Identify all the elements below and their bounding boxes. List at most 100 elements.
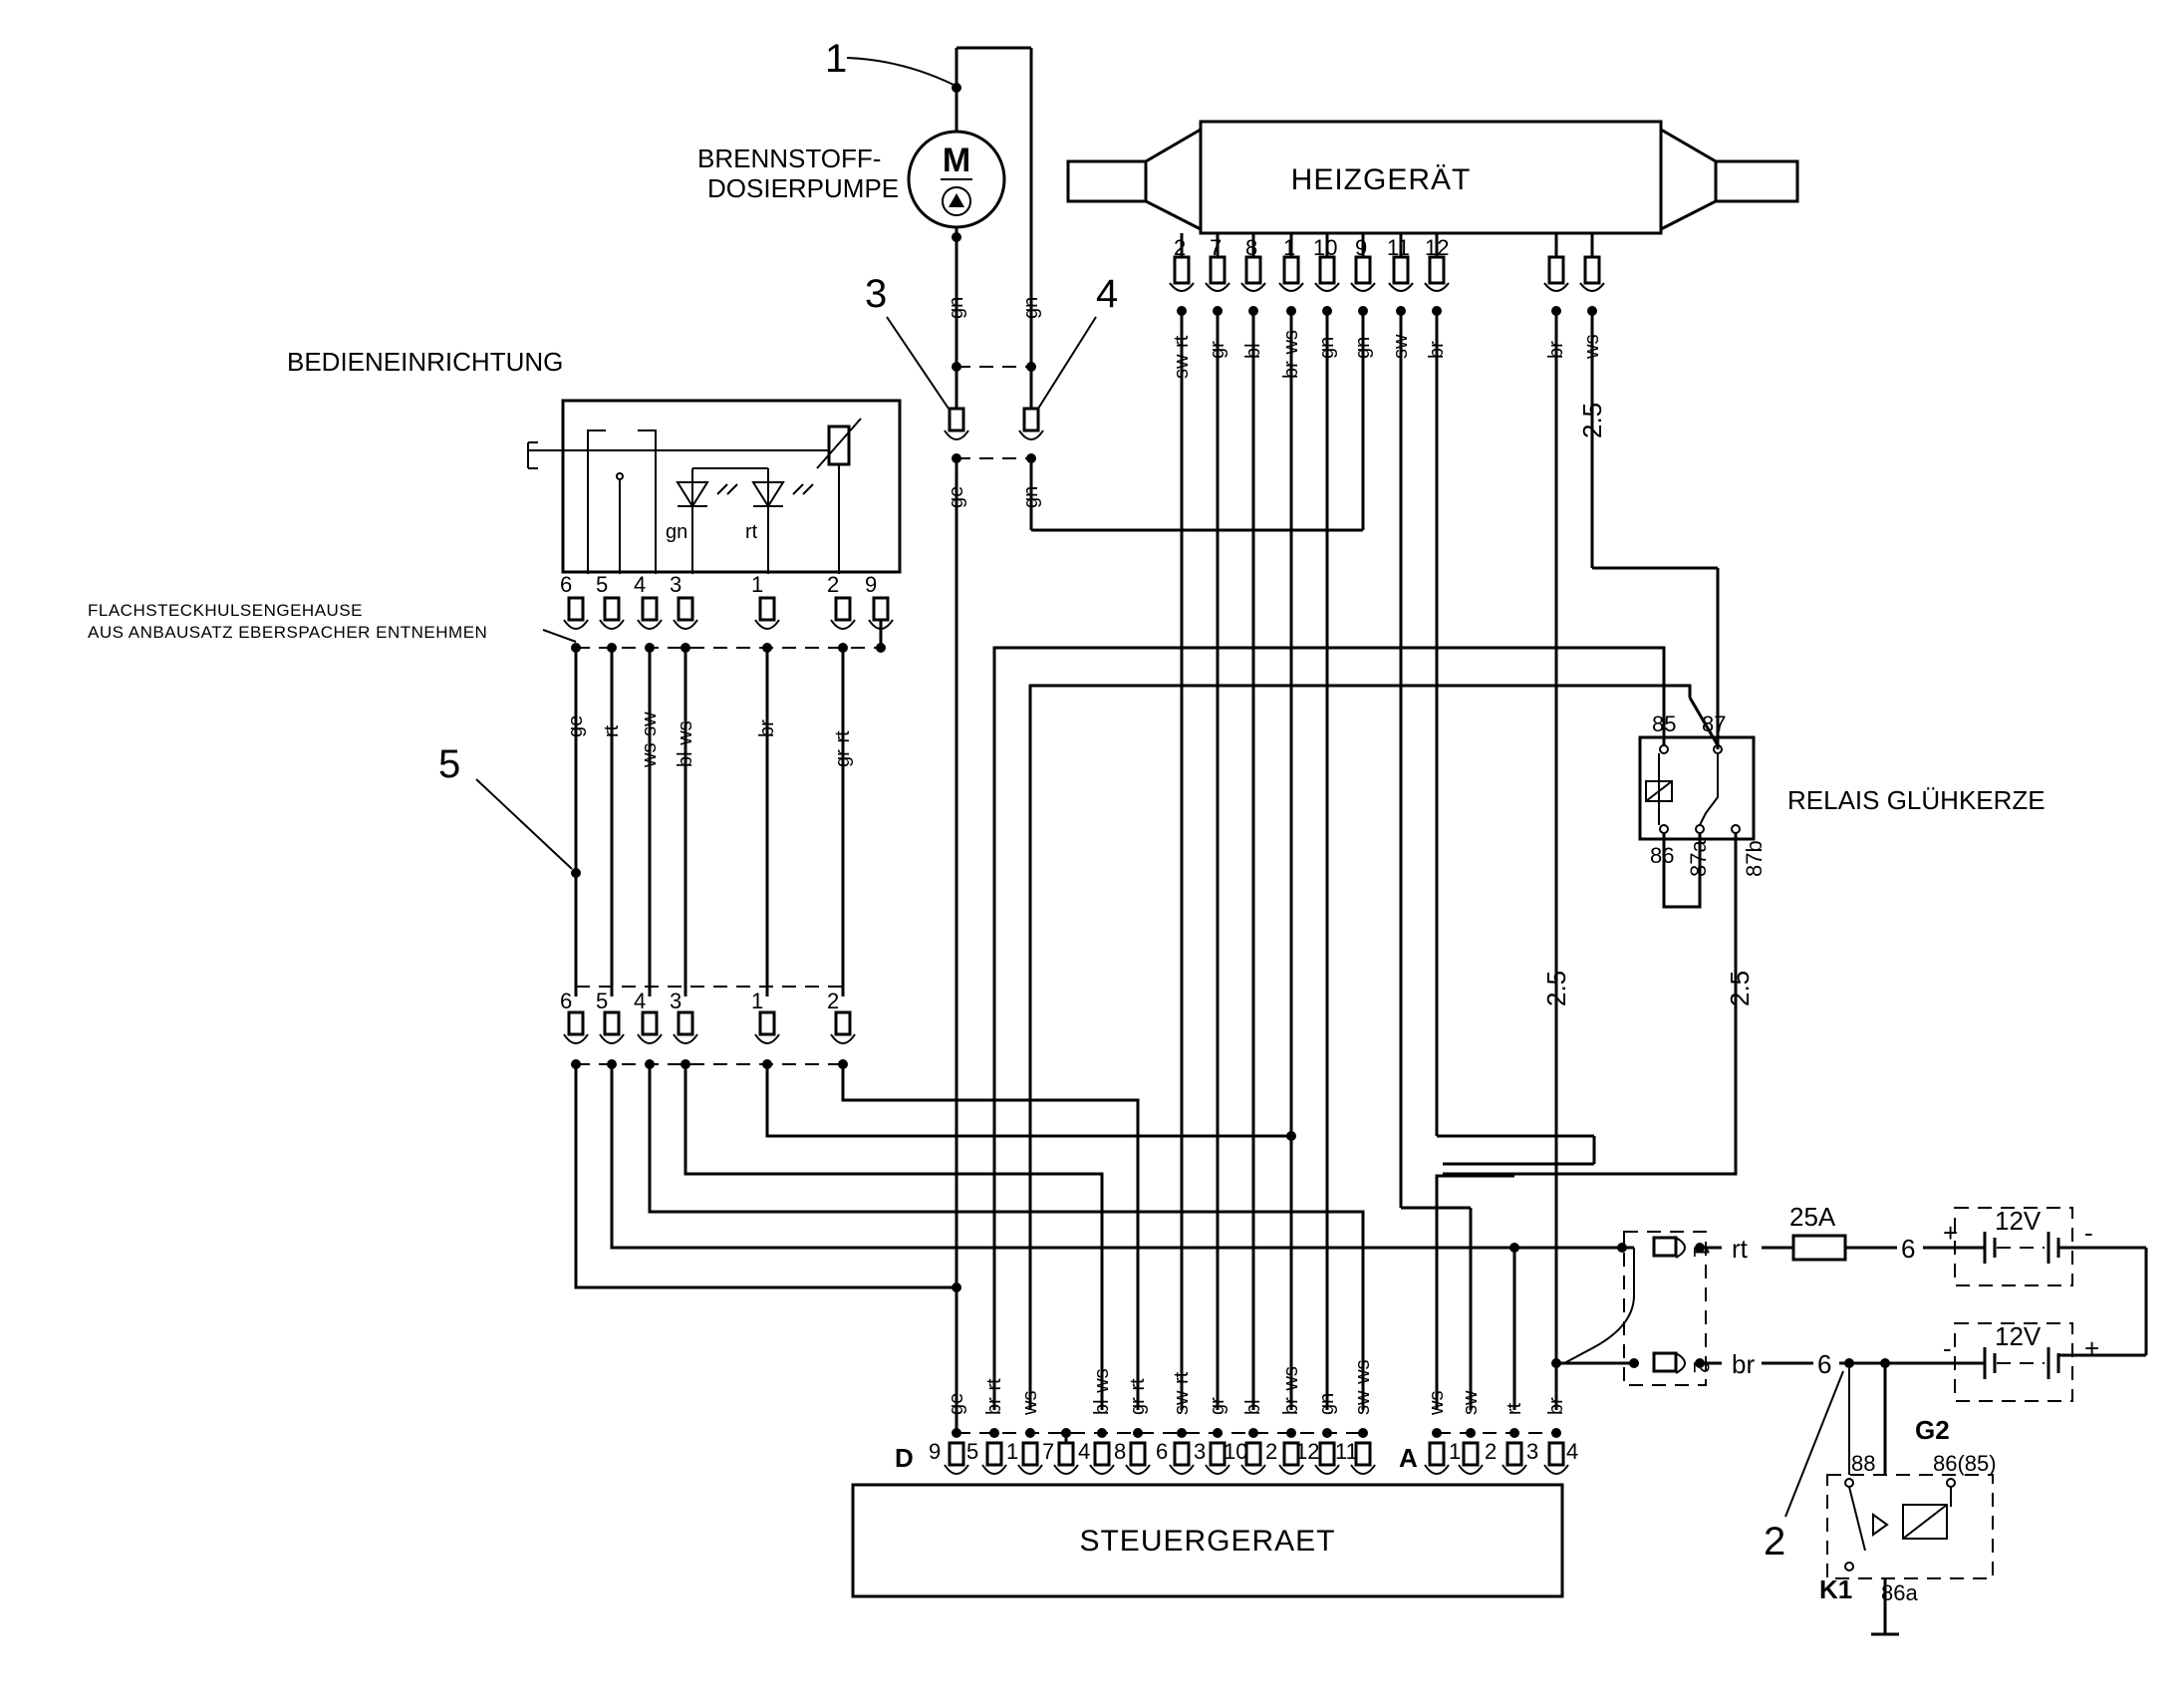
callout-2: 2 xyxy=(1764,1520,1785,1564)
svg-text:2: 2 xyxy=(1265,1439,1277,1464)
svg-text:ws: ws xyxy=(1581,335,1603,360)
svg-text:3: 3 xyxy=(1526,1439,1538,1464)
svg-text:5: 5 xyxy=(596,572,608,597)
relay-glowplug: 85 87 86 87a 87b xyxy=(1443,697,1767,1176)
svg-text:6: 6 xyxy=(1901,1234,1915,1264)
fuse-25a xyxy=(1791,1234,1847,1262)
svg-text:-: - xyxy=(1943,1333,1952,1363)
housing-note-line2: AUS ANBAUSATZ EBERSPACHER ENTNEHMEN xyxy=(88,623,487,642)
svg-text:11: 11 xyxy=(1335,1439,1358,1464)
svg-text:rt: rt xyxy=(745,521,758,543)
svg-text:1: 1 xyxy=(751,989,763,1013)
svg-text:br-ws: br-ws xyxy=(1280,1366,1302,1415)
heater-wire-colors: sw-rt gr bl br-ws gn gn sw br br ws xyxy=(1171,330,1603,379)
svg-text:4: 4 xyxy=(634,989,646,1013)
svg-text:+: + xyxy=(2084,1333,2099,1363)
svg-text:9: 9 xyxy=(1355,235,1367,260)
svg-text:2: 2 xyxy=(827,989,839,1013)
control-unit: STEUERGERAET D A xyxy=(851,1432,1564,1598)
heater-pin-12 xyxy=(1424,233,1596,1166)
svg-text:5: 5 xyxy=(596,989,608,1013)
svg-text:bl: bl xyxy=(1242,1399,1264,1415)
svg-text:87b: 87b xyxy=(1742,840,1767,877)
svg-text:6: 6 xyxy=(1156,1439,1168,1464)
svg-text:88: 88 xyxy=(1851,1451,1875,1476)
svg-text:G2: G2 xyxy=(1915,1415,1950,1445)
svg-text:K1: K1 xyxy=(1819,1574,1852,1604)
routed-wires xyxy=(574,646,1692,1410)
svg-text:gn: gn xyxy=(1316,337,1338,359)
svg-text:ge: ge xyxy=(565,715,587,737)
svg-text:bl: bl xyxy=(1242,343,1264,359)
callout-3: 5 xyxy=(438,742,460,786)
heater-pin-8 xyxy=(1240,233,1266,1410)
svg-text:gr-rt: gr-rt xyxy=(1127,1378,1149,1415)
pump-label-line1: BRENNSTOFF- xyxy=(697,143,881,173)
svg-text:86(85): 86(85) xyxy=(1933,1451,1997,1476)
svg-text:br: br xyxy=(1545,341,1567,359)
heater-pin-ws xyxy=(1579,233,1720,749)
battery-1: + - 12V xyxy=(1943,1206,2146,1286)
svg-text:2: 2 xyxy=(827,572,839,597)
svg-text:10: 10 xyxy=(1313,235,1337,260)
svg-text:rt: rt xyxy=(601,724,623,737)
pump-wire-ge: ge xyxy=(946,486,967,508)
svg-text:br: br xyxy=(1545,1397,1567,1415)
svg-text:86: 86 xyxy=(1650,843,1674,868)
svg-text:2: 2 xyxy=(1174,235,1186,260)
svg-text:rt: rt xyxy=(1503,1402,1525,1415)
pump-connectors xyxy=(944,362,1363,1295)
heater-pin-7 xyxy=(1205,233,1230,1410)
svg-text:gn: gn xyxy=(1352,337,1374,359)
control-d-pin-numbers: 9 5 1 7 4 8 6 3 10 2 12 11 xyxy=(929,1439,1358,1464)
svg-text:gn: gn xyxy=(666,521,687,543)
svg-text:ws-sw: ws-sw xyxy=(639,711,661,768)
relay-glow-label: RELAIS GLÜHKERZE xyxy=(1787,785,2046,815)
svg-text:rt: rt xyxy=(1732,1234,1749,1264)
cross-section-87b: 2.5 xyxy=(1725,971,1755,1006)
callout-5: 4 xyxy=(1096,272,1118,316)
operating-unit-upper-connectors xyxy=(563,596,894,653)
svg-text:br-rt: br-rt xyxy=(983,1378,1005,1415)
svg-text:6: 6 xyxy=(1817,1349,1831,1379)
svg-text:6: 6 xyxy=(560,572,572,597)
svg-text:gr: gr xyxy=(1207,1397,1228,1415)
svg-text:+: + xyxy=(1943,1218,1958,1248)
pump-wire-gn-left: gn xyxy=(946,297,967,319)
callout-4: 3 xyxy=(865,272,887,316)
svg-text:4: 4 xyxy=(634,572,646,597)
heater-pins xyxy=(1169,233,1720,1410)
pump-motor-m: M xyxy=(943,142,970,179)
cross-section-ws: 2.5 xyxy=(1577,403,1607,438)
operating-lower-connectors: 6 5 4 3 1 2 xyxy=(560,986,856,1069)
pump-wire-gn-lower: gn xyxy=(1020,486,1042,508)
svg-text:gr: gr xyxy=(1207,341,1228,359)
svg-text:12: 12 xyxy=(1425,235,1449,260)
svg-text:1: 1 xyxy=(1283,235,1295,260)
heater-pin-1 xyxy=(1278,233,1304,1410)
svg-text:sw-rt: sw-rt xyxy=(1171,335,1193,379)
fuel-pump: M BRENNSTOFF- DOSIERPUMPE xyxy=(697,46,1033,409)
svg-text:7: 7 xyxy=(1042,1439,1054,1464)
svg-text:1: 1 xyxy=(1006,1439,1018,1464)
svg-text:25A: 25A xyxy=(1789,1202,1836,1232)
svg-text:br: br xyxy=(1732,1349,1755,1379)
operating-unit-label: BEDIENEINRICHTUNG xyxy=(287,347,563,377)
supply-rt-line: 1 rt 25A 6 xyxy=(1514,1202,1963,1386)
housing-note-line1: FLACHSTECKHULSENGEHAUSE xyxy=(88,601,363,620)
svg-text:4: 4 xyxy=(1566,1439,1578,1464)
control-d-wire-colors: ge br-rt ws bl-ws gr-rt sw-rt gr bl br-w… xyxy=(946,1359,1374,1416)
connector-d-label: D xyxy=(895,1443,914,1473)
svg-text:86a: 86a xyxy=(1881,1580,1918,1605)
svg-text:8: 8 xyxy=(1245,235,1257,260)
svg-text:7: 7 xyxy=(1210,235,1222,260)
control-a-connectors: 1 2 3 4 ws sw rt br xyxy=(1424,1390,1578,1475)
svg-text:3: 3 xyxy=(670,572,682,597)
svg-text:bl-ws: bl-ws xyxy=(675,720,696,767)
svg-text:-: - xyxy=(2084,1218,2093,1248)
svg-text:sw: sw xyxy=(1390,334,1412,359)
heater-pin-2 xyxy=(1169,233,1195,1410)
pump-wire-gn-right: gn xyxy=(1020,297,1042,319)
svg-text:12V: 12V xyxy=(1995,1206,2042,1236)
